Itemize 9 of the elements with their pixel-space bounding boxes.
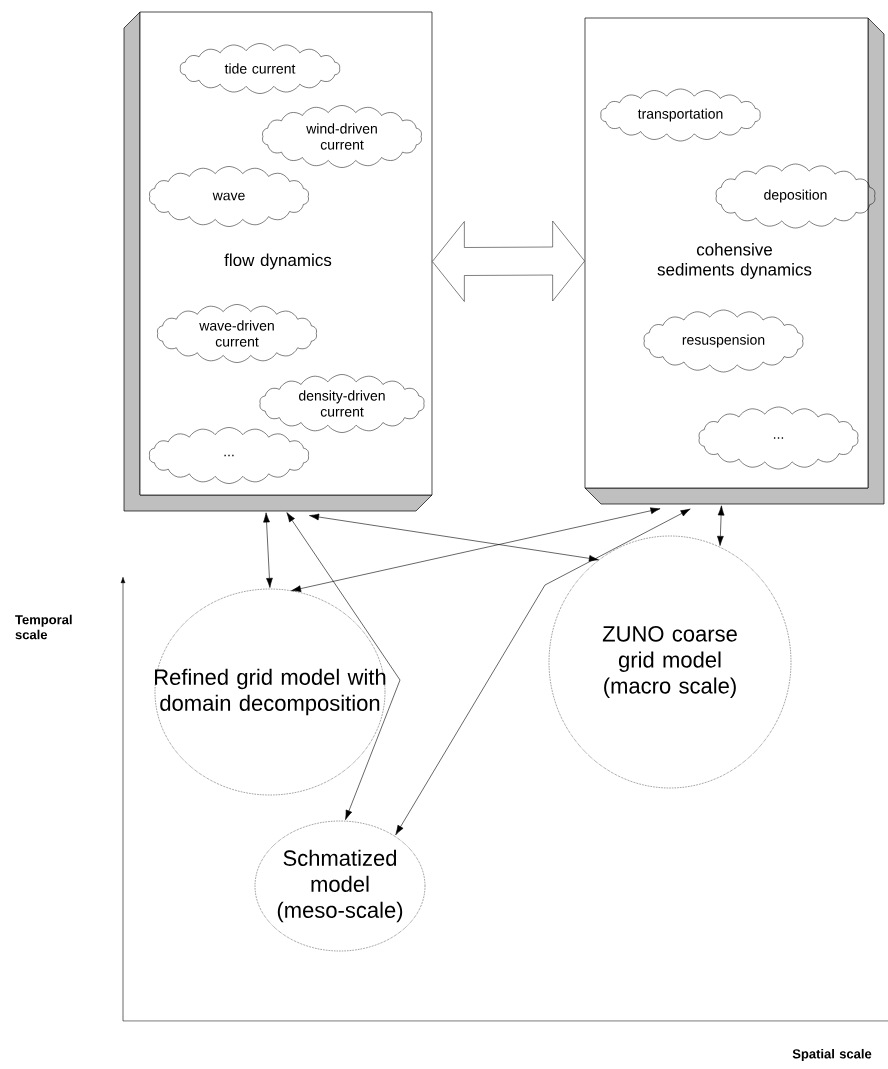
arrow bbox=[263, 512, 273, 588]
arrow bbox=[395, 508, 691, 836]
double-arrow bbox=[432, 220, 585, 302]
axis-label: Spatial scale bbox=[792, 1048, 872, 1062]
arrow bbox=[717, 505, 725, 546]
arrow bbox=[286, 512, 401, 820]
arrow bbox=[309, 513, 599, 562]
axis-label: Temporal scale bbox=[15, 614, 72, 640]
arrow bbox=[291, 507, 661, 592]
